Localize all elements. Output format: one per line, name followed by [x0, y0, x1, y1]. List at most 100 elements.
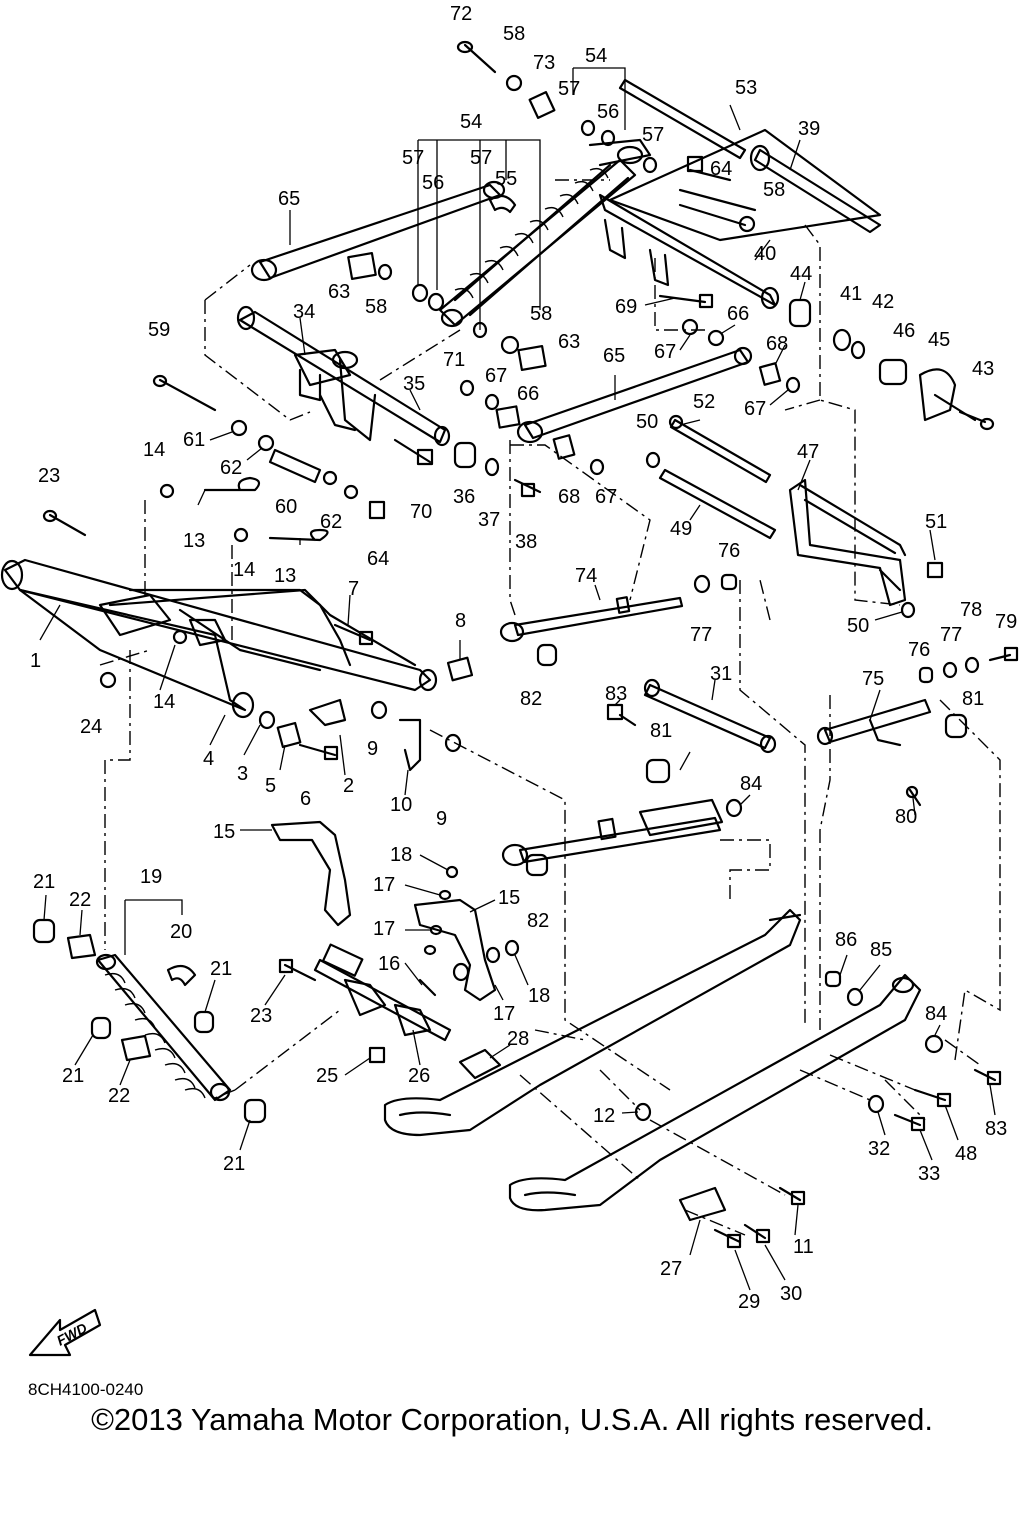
callout-66: 66	[727, 303, 749, 325]
callout-40: 40	[754, 243, 776, 265]
callout-72: 72	[450, 3, 472, 25]
stopper-15-lower	[413, 898, 497, 1002]
callout-81: 81	[962, 688, 984, 710]
callout-60: 60	[275, 496, 297, 518]
callout-50: 50	[847, 615, 869, 637]
callout-15: 15	[498, 887, 520, 909]
callout-26: 26	[408, 1065, 430, 1087]
callout-28: 28	[507, 1028, 529, 1050]
callout-58: 58	[763, 179, 785, 201]
callout-71: 71	[443, 349, 465, 371]
callout-22: 22	[69, 889, 91, 911]
bolt-52	[669, 418, 772, 484]
callout-57: 57	[642, 124, 664, 146]
callout-86: 86	[835, 929, 857, 951]
callout-58: 58	[530, 303, 552, 325]
callout-74: 74	[575, 565, 597, 587]
callout-84: 84	[740, 773, 762, 795]
callout-64: 64	[367, 548, 389, 570]
callout-77: 77	[940, 624, 962, 646]
callout-56: 56	[597, 101, 619, 123]
callout-83: 83	[605, 683, 627, 705]
callout-73: 73	[533, 52, 555, 74]
callout-79: 79	[995, 611, 1017, 633]
callout-33: 33	[918, 1163, 940, 1185]
callout-22: 22	[108, 1085, 130, 1107]
callout-15: 15	[213, 821, 235, 843]
callout-1: 1	[30, 650, 41, 672]
link-rod-lower	[516, 346, 753, 444]
callout-18: 18	[528, 985, 550, 1007]
callout-43: 43	[972, 358, 994, 380]
callout-75: 75	[862, 668, 884, 690]
callout-46: 46	[893, 320, 915, 342]
callout-77: 77	[690, 624, 712, 646]
callout-67: 67	[744, 398, 766, 420]
callout-81: 81	[650, 720, 672, 742]
callout-38: 38	[515, 531, 537, 553]
callout-57: 57	[402, 147, 424, 169]
callout-9: 9	[367, 738, 378, 760]
callout-68: 68	[558, 486, 580, 508]
callout-9: 9	[436, 808, 447, 830]
hardware-items	[32, 40, 1019, 1249]
callout-47: 47	[797, 441, 819, 463]
callout-6: 6	[300, 788, 311, 810]
rear-upper-arm	[598, 128, 882, 310]
callout-11: 11	[793, 1236, 814, 1258]
callout-63: 63	[558, 331, 580, 353]
callout-78: 78	[960, 599, 982, 621]
callout-76: 76	[908, 639, 930, 661]
callout-70: 70	[410, 501, 432, 523]
callout-12: 12	[593, 1105, 615, 1127]
copyright-notice: ©2013 Yamaha Motor Corporation, U.S.A. A…	[91, 1402, 933, 1437]
callout-13: 13	[274, 565, 296, 587]
callout-14: 14	[153, 691, 175, 713]
callout-23: 23	[38, 465, 60, 487]
callout-2: 2	[343, 775, 354, 797]
stopper-15-upper	[270, 820, 352, 927]
rod-53	[618, 78, 747, 160]
rear-shock-absorber	[95, 953, 232, 1102]
callout-65: 65	[278, 188, 300, 210]
assembly-guide-lines	[99, 179, 1001, 1236]
callout-76: 76	[718, 540, 740, 562]
callout-14: 14	[143, 439, 165, 461]
callout-5: 5	[265, 775, 276, 797]
callout-32: 32	[868, 1138, 890, 1160]
callout-3: 3	[237, 763, 248, 785]
callout-21: 21	[62, 1065, 84, 1087]
callout-41: 41	[840, 283, 862, 305]
callout-24: 24	[80, 716, 102, 738]
callout-49: 49	[670, 518, 692, 540]
callout-21: 21	[33, 871, 55, 893]
callout-29: 29	[738, 1291, 760, 1313]
front-suspension-arm	[0, 558, 438, 719]
callout-42: 42	[872, 291, 894, 313]
callout-68: 68	[766, 333, 788, 355]
callout-62: 62	[220, 457, 242, 479]
callout-85: 85	[870, 939, 892, 961]
fwd-arrow	[28, 1308, 102, 1357]
callout-65: 65	[603, 345, 625, 367]
pivot-shaft-26	[313, 943, 452, 1042]
callout-59: 59	[148, 319, 170, 341]
callout-8: 8	[455, 610, 466, 632]
callout-67: 67	[595, 486, 617, 508]
callout-56: 56	[422, 172, 444, 194]
callout-54: 54	[460, 111, 482, 133]
callout-10: 10	[390, 794, 412, 816]
callout-82: 82	[520, 688, 542, 710]
callout-55: 55	[495, 168, 517, 190]
callout-66: 66	[517, 383, 539, 405]
callout-44: 44	[790, 263, 812, 285]
limiter-rod-lower	[501, 798, 724, 867]
callout-13: 13	[183, 530, 205, 552]
callout-34: 34	[293, 301, 315, 323]
callout-7: 7	[348, 578, 359, 600]
callout-51: 51	[925, 511, 947, 533]
callout-27: 27	[660, 1258, 682, 1280]
callout-57: 57	[470, 147, 492, 169]
callout-39: 39	[798, 118, 820, 140]
